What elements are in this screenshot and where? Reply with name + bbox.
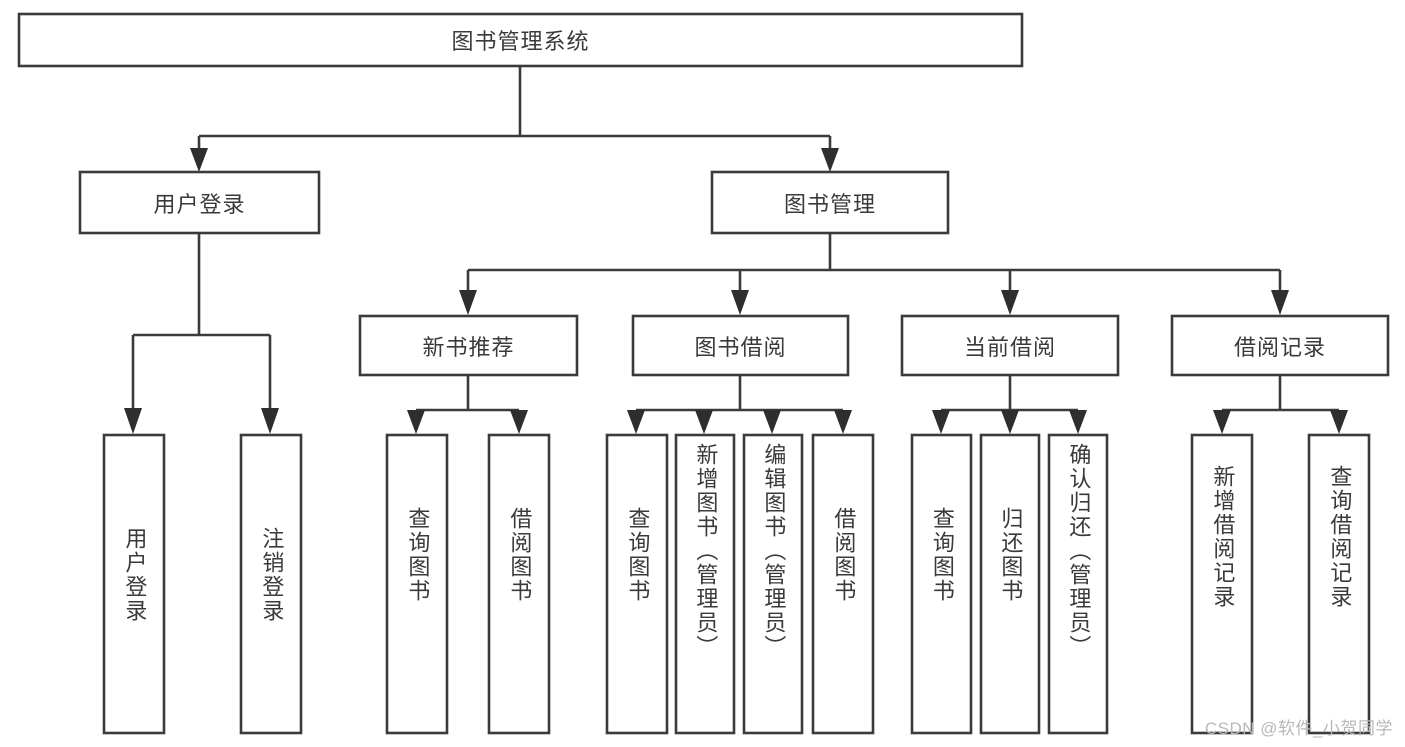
- leaf-current-borrow-0[interactable]: [910, 433, 973, 735]
- leaf-current-borrow-2[interactable]: [1047, 433, 1109, 735]
- arrow-userlogin-leaf1: [124, 408, 142, 434]
- arrow-bookmgmt-c1: [459, 290, 477, 315]
- node-user-login[interactable]: [78, 170, 321, 235]
- connector-group-bookborrow: [627, 376, 852, 434]
- node-borrow-record[interactable]: [1170, 314, 1390, 377]
- leaf-book-borrow-2[interactable]: [742, 433, 804, 735]
- arrow-currentborrow-leaf2: [1001, 410, 1019, 434]
- connector-group-newbook: [407, 376, 528, 434]
- leaf-borrow-record-0[interactable]: [1190, 433, 1254, 735]
- leaf-book-borrow-1[interactable]: [674, 433, 736, 735]
- arrow-root-to-userlogin: [190, 148, 208, 172]
- connector-group-bookmgmt: [459, 233, 1289, 315]
- connector-group-userlogin: [124, 233, 279, 434]
- leaf-current-borrow-1[interactable]: [979, 433, 1041, 735]
- arrow-borrowrecord-leaf2: [1330, 410, 1348, 434]
- arrow-bookmgmt-c4: [1271, 290, 1289, 315]
- leaf-user-login-0[interactable]: [102, 433, 166, 735]
- leaf-user-login-1[interactable]: [239, 433, 303, 735]
- connector-group-currentborrow: [932, 376, 1087, 434]
- arrow-userlogin-leaf2: [261, 408, 279, 434]
- arrow-bookborrow-leaf4: [834, 410, 852, 434]
- arrow-currentborrow-leaf3: [1069, 410, 1087, 434]
- arrow-currentborrow-leaf1: [932, 410, 950, 434]
- arrow-bookborrow-leaf3: [763, 410, 781, 434]
- arrow-bookborrow-leaf2: [695, 410, 713, 434]
- arrow-borrowrecord-leaf1: [1213, 410, 1231, 434]
- leaf-borrow-record-1[interactable]: [1307, 433, 1371, 735]
- node-root[interactable]: [17, 12, 1024, 68]
- arrow-root-to-bookmgmt: [821, 148, 839, 172]
- connector-group-root: [190, 66, 839, 172]
- arrow-newbook-leaf2: [510, 410, 528, 434]
- node-book-borrow[interactable]: [631, 314, 850, 377]
- arrow-newbook-leaf1: [407, 410, 425, 434]
- leaf-book-borrow-0[interactable]: [605, 433, 669, 735]
- node-book-management[interactable]: [710, 170, 950, 235]
- leaf-new-book-1[interactable]: [487, 433, 551, 735]
- leaf-book-borrow-3[interactable]: [811, 433, 875, 735]
- leaf-new-book-0[interactable]: [385, 433, 449, 735]
- arrow-bookmgmt-c2: [731, 290, 749, 315]
- arrow-bookborrow-leaf1: [627, 410, 645, 434]
- connector-group-borrowrecord: [1213, 376, 1348, 434]
- arrow-bookmgmt-c3: [1001, 290, 1019, 315]
- node-current-borrow[interactable]: [900, 314, 1120, 377]
- node-new-book-recommend[interactable]: [358, 314, 579, 377]
